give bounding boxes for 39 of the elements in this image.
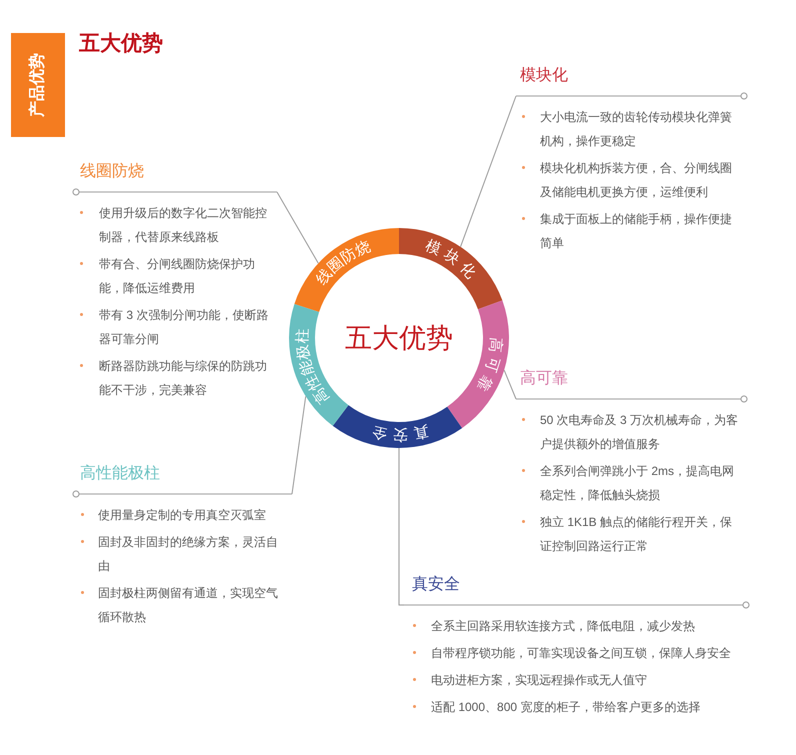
bullet-text: 使用量身定制的专用真空灭弧室 — [98, 507, 267, 524]
leader-line — [292, 396, 306, 494]
bullet-text: 带有合、分闸线圈防烧保护功能，降低运维费用 — [99, 256, 256, 297]
callout-heading: 真安全 — [412, 574, 460, 595]
leader-line — [398, 448, 404, 606]
bullet-text: 适配 1000、800 宽度的柜子，带给客户更多的选择 — [431, 699, 702, 716]
ring-segment — [399, 228, 502, 310]
bullet-text: 集成于面板上的储能手柄，操作便捷简单 — [540, 211, 733, 252]
segment-label: 高性能极柱 — [293, 327, 333, 408]
ring-segment — [294, 228, 399, 312]
segment-label: 高可靠 — [471, 336, 505, 398]
callout-heading: 模块化 — [520, 66, 568, 86]
callout-heading: 高性能极柱 — [80, 464, 160, 484]
tab-label: 产品优势 — [29, 53, 47, 117]
bullet-text: 全系列合闸弹跳小于 2ms，提高电网稳定性，降低触头烧损 — [540, 463, 736, 504]
bullet-text: 模块化机构拆装方便，合、分闸线圈及储能电机更换方便，运维便利 — [540, 160, 733, 201]
leader-line — [460, 96, 516, 248]
callout-heading: 高可靠 — [520, 368, 568, 389]
bullet-text: 固封极柱两侧留有通道，实现空气循环散热 — [98, 585, 279, 626]
center-title: 五大优势 — [345, 322, 453, 354]
bullet-text: 使用升级后的数字化二次智能控制器，代替原来线路板 — [99, 205, 268, 246]
page-title: 五大优势 — [79, 31, 163, 57]
bullet-text: 全系主回路采用软连接方式，降低电阻，减少发热 — [431, 618, 696, 635]
leader-line — [504, 370, 516, 400]
ring-segment — [332, 405, 462, 448]
leader-line — [276, 192, 319, 264]
bullet-text: 自带程序锁功能，可靠实现设备之间互锁，保障人身安全 — [431, 645, 732, 662]
segment-label: 模块化 — [423, 236, 484, 286]
bullet-text: 50 次电寿命及 3 万次机械寿命，为客户提供额外的增值服务 — [540, 412, 740, 453]
bullet-text: 带有 3 次强制分闸功能，使断路器可靠分闸 — [99, 307, 270, 348]
side-tab — [11, 33, 65, 137]
segment-label: 真安全 — [364, 422, 430, 444]
bullet-text: 独立 1K1B 触点的储能行程开关，保证控制回路运行正常 — [540, 514, 734, 555]
callout-heading: 线圈防烧 — [80, 162, 144, 182]
bullet-text: 固封及非固封的绝缘方案，灵活自由 — [98, 534, 279, 575]
segment-label: 线圈防烧 — [312, 237, 374, 288]
bullet-text: 电动进柜方案，实现远程操作或无人值守 — [431, 672, 648, 689]
bullet-text: 大小电流一致的齿轮传动模块化弹簧机构，操作更稳定 — [540, 109, 733, 150]
bullet-text: 断路器防跳功能与综保的防跳功能不干涉，完美兼容 — [99, 358, 268, 399]
